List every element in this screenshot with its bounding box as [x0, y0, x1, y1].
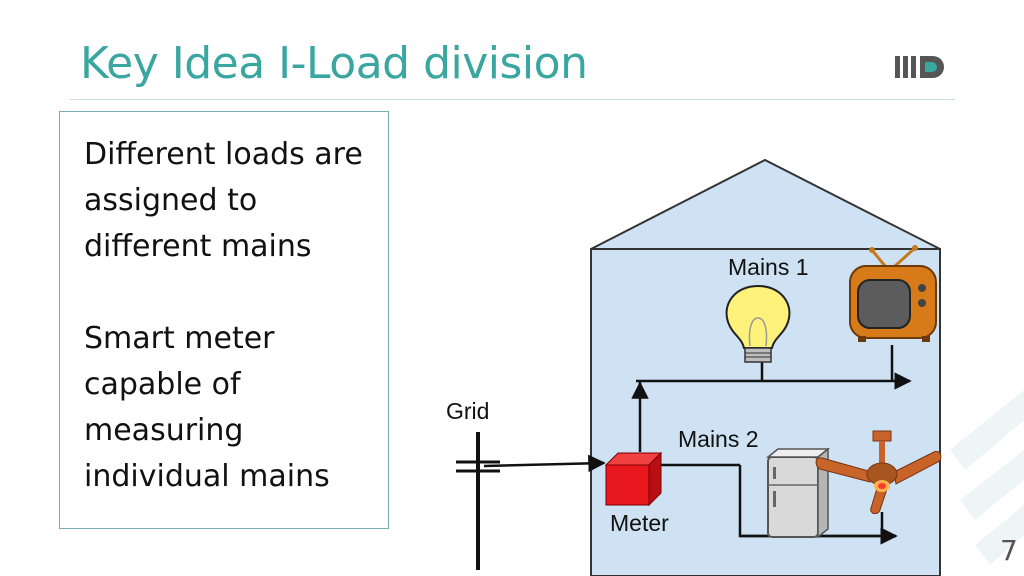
meter-box-icon — [604, 451, 663, 507]
refrigerator-icon — [765, 447, 831, 539]
light-bulb-icon — [725, 284, 791, 363]
text-box: Different loads are assigned to differen… — [59, 111, 389, 529]
paragraph-smart-meter: Smart meter capable of measuring individ… — [84, 321, 330, 494]
page-number: 7 — [1000, 534, 1018, 567]
mains-1-label: Mains 1 — [728, 254, 809, 280]
power-pole-icon — [456, 432, 500, 570]
wiring — [483, 345, 912, 545]
grid-label: Grid — [446, 398, 489, 424]
meter-label: Meter — [610, 510, 669, 536]
slide-title: Key Idea I-Load division — [80, 38, 588, 89]
house-roof — [590, 158, 941, 250]
television-icon — [849, 245, 937, 342]
mains-2-label: Mains 2 — [678, 426, 759, 452]
ceiling-fan-icon — [815, 430, 942, 515]
title-divider — [70, 99, 955, 100]
institute-logo — [895, 56, 944, 78]
decorative-stripes — [950, 390, 1024, 565]
paragraph-load-assignment: Different loads are assigned to differen… — [84, 137, 363, 264]
